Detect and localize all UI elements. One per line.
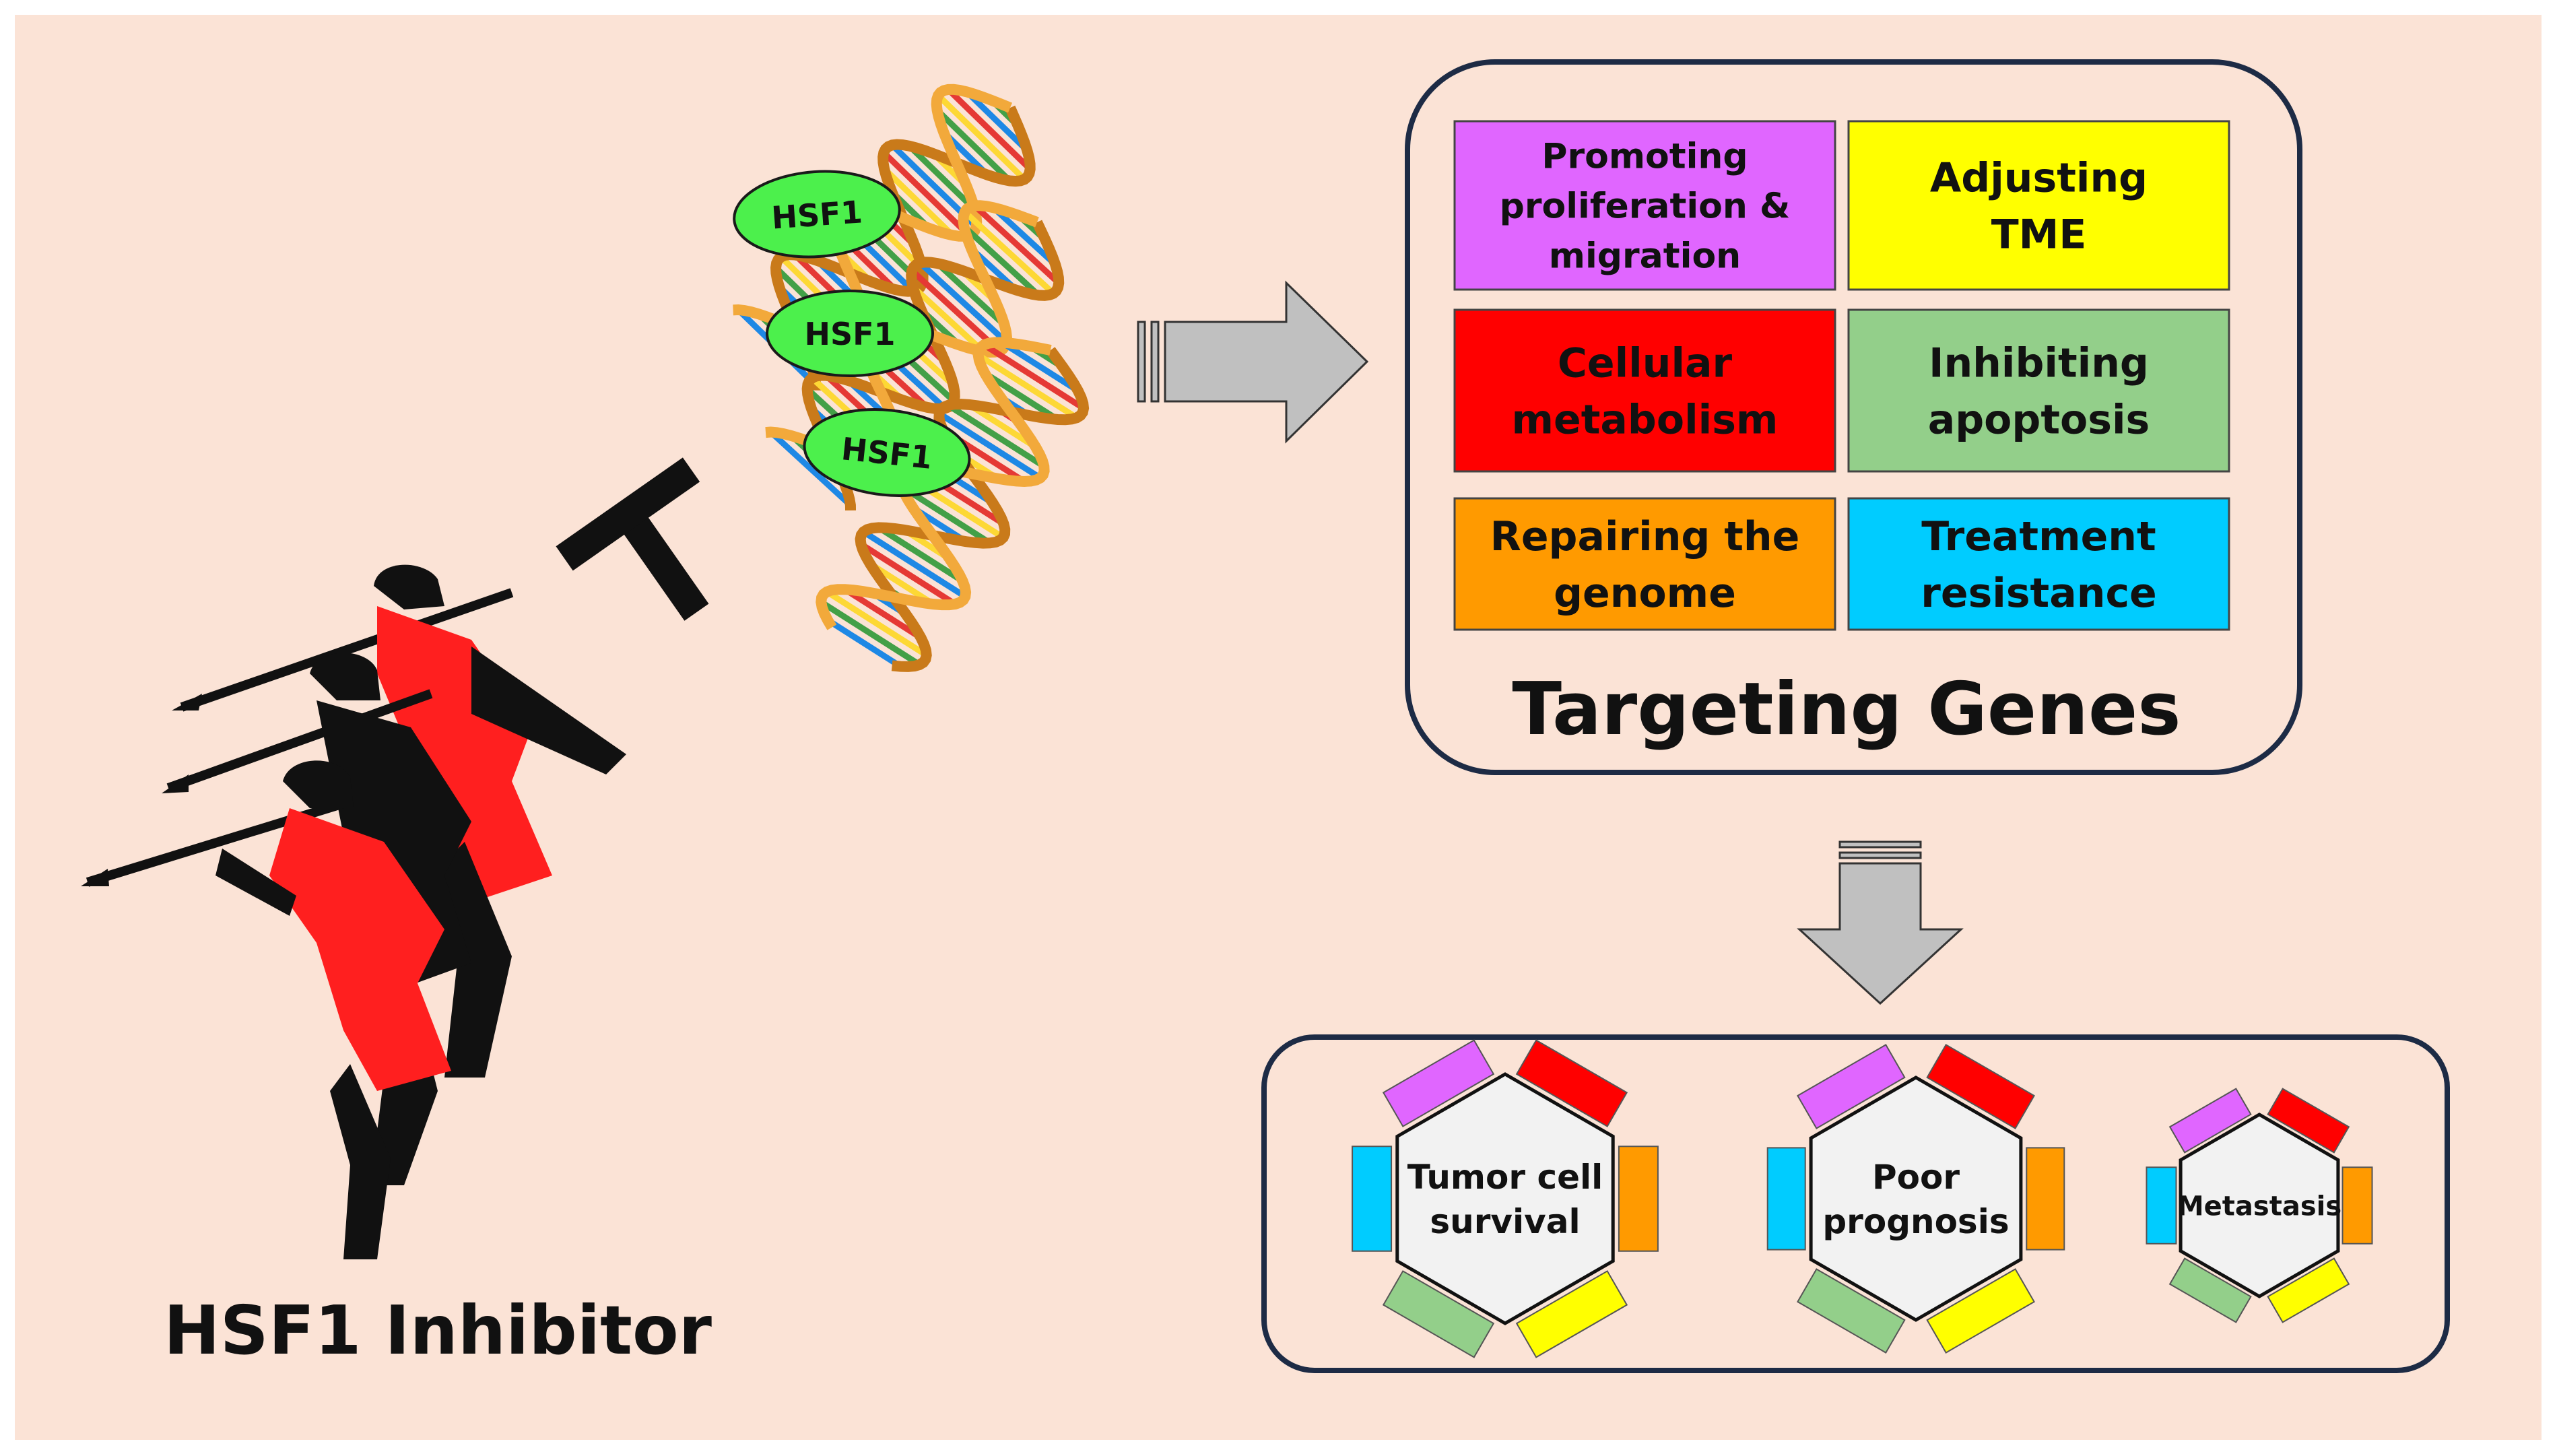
warrior-back [172, 564, 626, 1078]
hexagon-segment [2267, 1088, 2350, 1154]
hsf1-inhibitor-label: HSF1 Inhibitor [164, 1291, 712, 1370]
hexagon-segment [2342, 1166, 2373, 1245]
hsf1-oval: HSF1 [766, 290, 934, 377]
outcomes-panel [1261, 1034, 2450, 1373]
inhibition-symbol-icon [556, 457, 709, 621]
hsf1-oval: HSF1 [733, 170, 901, 259]
hsf1-oval: HSF1 [803, 408, 971, 497]
hsf1-label: HSF1 [770, 193, 864, 236]
hexagon-segment [1926, 1044, 2035, 1129]
hexagon-segment [2146, 1166, 2177, 1245]
hexagon-segment [1515, 1270, 1628, 1358]
targeting-genes-panel [1405, 59, 2302, 775]
hexagon-segment [1515, 1039, 1628, 1127]
outcome-hexagon: Metastasis [2146, 1088, 2373, 1323]
hexagon-segment [2168, 1257, 2252, 1323]
warrior-front [81, 760, 451, 1259]
warriors-illustration-icon [81, 564, 626, 1259]
hexagon-segment [1352, 1146, 1393, 1252]
hexagon-segment [1766, 1147, 1806, 1251]
hexagon-segment [1797, 1268, 1906, 1354]
hexagon-segment [1926, 1268, 2035, 1354]
down-arrow-icon [1797, 840, 1964, 1005]
outcome-label: Metastasis [2177, 1191, 2342, 1222]
hexagon-segment [1382, 1039, 1495, 1127]
hexagon-segment [1618, 1146, 1659, 1252]
hexagon-segment [1382, 1270, 1495, 1358]
hsf1-label: HSF1 [804, 316, 895, 352]
targeting-genes-title: Targeting Genes [1512, 667, 2181, 752]
hexagon-segment [1797, 1044, 1906, 1129]
right-arrow-icon [1137, 280, 1369, 444]
hexagon-segment [2267, 1257, 2350, 1323]
hexagon-segment [2168, 1088, 2252, 1154]
hexagon-segment [2026, 1147, 2065, 1251]
